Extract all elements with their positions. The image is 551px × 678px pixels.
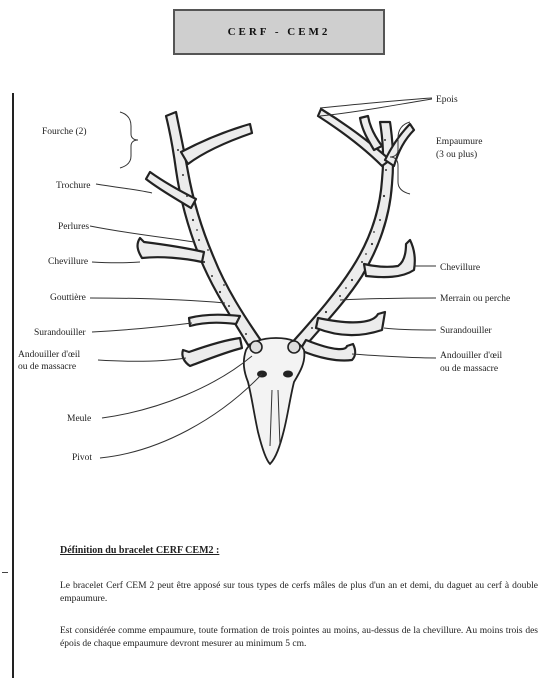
antler-diagram: Fourche (2) Trochure Perlures Chevillure… xyxy=(0,0,551,540)
label-andouiller-right-2: ou de massacre xyxy=(440,364,498,374)
right-eye-socket xyxy=(283,371,293,378)
label-fourche: Fourche (2) xyxy=(42,126,87,137)
meule-leader xyxy=(102,356,252,418)
chevillure-left-leader xyxy=(92,262,140,263)
label-meule: Meule xyxy=(67,414,91,424)
label-trochure: Trochure xyxy=(56,181,90,191)
skull-outline xyxy=(244,338,305,464)
label-merrain: Merrain ou perche xyxy=(440,294,510,304)
right-meule xyxy=(288,341,300,353)
left-surandouiller-tine xyxy=(189,315,240,326)
label-andouiller-left-1: Andouiller d'œil xyxy=(18,350,80,360)
andouiller-left-leader xyxy=(98,358,186,361)
right-antler xyxy=(290,109,415,361)
left-fork-tine xyxy=(181,124,252,164)
label-empaumure-1: Empaumure xyxy=(436,137,482,147)
label-gouttiere: Gouttière xyxy=(50,293,86,303)
label-chevillure-right: Chevillure xyxy=(440,263,480,273)
label-andouiller-left-2: ou de massacre xyxy=(18,362,76,372)
definition-heading: Définition du bracelet CERF CEM2 : xyxy=(60,545,219,556)
label-chevillure-left: Chevillure xyxy=(48,257,88,267)
surandouiller-left-leader xyxy=(92,323,192,332)
label-andouiller-right-1: Andouiller d'œil xyxy=(440,351,502,361)
left-antler xyxy=(138,112,262,366)
label-pivot: Pivot xyxy=(72,453,92,463)
label-perlures: Perlures xyxy=(58,222,89,232)
epois-leader-1 xyxy=(320,98,432,108)
right-andouiller-tine xyxy=(300,340,355,361)
trochure-leader xyxy=(96,184,152,193)
left-margin-tick xyxy=(2,572,8,573)
label-surandouiller-right: Surandouiller xyxy=(440,326,493,336)
left-meule xyxy=(250,341,262,353)
label-surandouiller-left: Surandouiller xyxy=(34,328,87,338)
deer-skull xyxy=(244,338,305,464)
merrain-leader xyxy=(340,298,436,300)
epois-leader-2 xyxy=(320,99,432,116)
surandouiller-right-leader xyxy=(384,328,436,330)
right-epois-tine-1 xyxy=(318,109,390,166)
andouiller-right-leader xyxy=(352,354,436,358)
fourche-bracket xyxy=(120,112,138,168)
pivot-leader xyxy=(100,374,262,458)
label-epois: Epois xyxy=(436,95,458,105)
left-andouiller-tine xyxy=(182,338,242,366)
definition-paragraph-1: Le bracelet Cerf CEM 2 peut être apposé … xyxy=(60,580,538,605)
gouttiere-leader xyxy=(90,298,225,303)
label-empaumure-2: (3 ou plus) xyxy=(436,149,477,160)
definition-paragraph-2: Est considérée comme empaumure, toute fo… xyxy=(60,625,538,650)
